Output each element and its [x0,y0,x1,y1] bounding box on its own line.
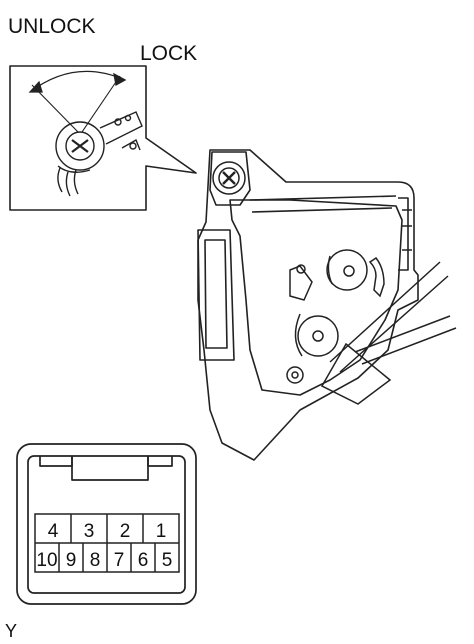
connector-pin-grid [34,513,180,573]
pin-label: 8 [90,550,101,571]
wire-harness [320,261,457,405]
pin-label: 2 [120,521,131,542]
connector-pin-numbers: 4 3 2 1 10 9 8 7 6 5 [36,521,172,571]
actuator-body [197,149,419,461]
connector-housing [16,443,197,605]
lock-leader-lines [31,75,121,133]
pin-label: 10 [36,550,57,571]
pin-label: 4 [48,521,59,542]
inset-knob [55,111,143,197]
lock-detail-inset [9,65,197,211]
pin-label: 9 [66,550,77,571]
figure-code-label: Y [5,621,17,641]
pin-label: 6 [138,550,149,571]
actuator-gears [286,249,385,384]
unlock-label: UNLOCK [8,15,96,38]
lock-label: LOCK [140,42,197,65]
pin-label: 3 [84,521,95,542]
mounting-screw [212,161,246,195]
pin-label: 5 [162,550,173,571]
pin-label: 7 [114,550,125,571]
pin-label: 1 [156,521,167,542]
